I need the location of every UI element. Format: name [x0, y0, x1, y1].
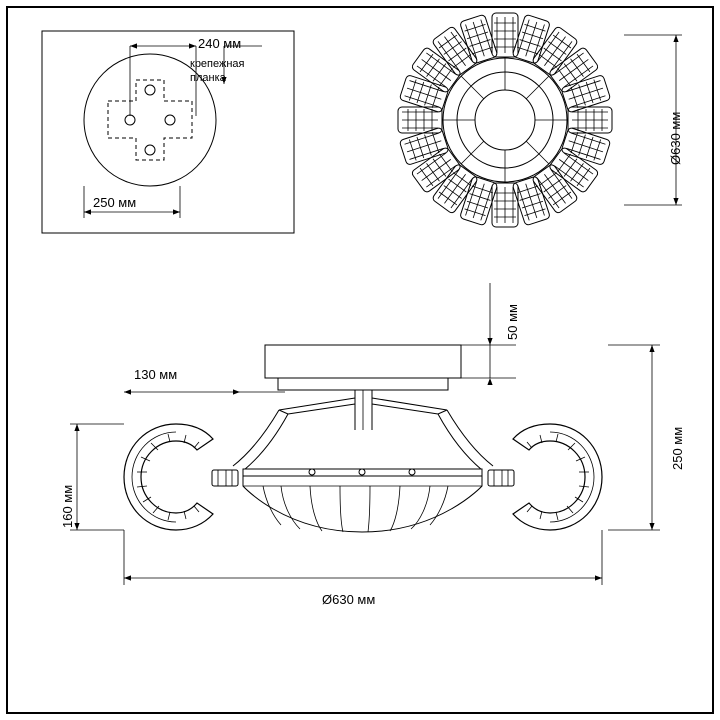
left-ring: [123, 423, 239, 531]
front-view-fixture: [70, 283, 660, 585]
dimension-label-diameter-630-top: Ø630 мм: [668, 111, 683, 165]
page-border: [6, 6, 714, 714]
dimension-label-250: 250 мм: [93, 195, 137, 210]
mounting-plate-callout-line2: планка: [190, 72, 226, 84]
dimension-label-160: 160 мм: [60, 484, 75, 528]
dimension-label-diameter-630-bottom: Ø630 мм: [322, 592, 376, 607]
dimension-label-250-height: 250 мм: [670, 426, 685, 470]
dimension-label-130: 130 мм: [134, 367, 178, 382]
dimension-label-240: 240 мм: [198, 36, 242, 51]
right-ring: [487, 423, 603, 531]
mounting-plate-callout-line1: крепежная: [190, 58, 245, 70]
mounting-plate-view: [41, 30, 295, 234]
top-view-fixture: [397, 12, 682, 228]
dimension-label-50: 50 мм: [505, 304, 520, 340]
